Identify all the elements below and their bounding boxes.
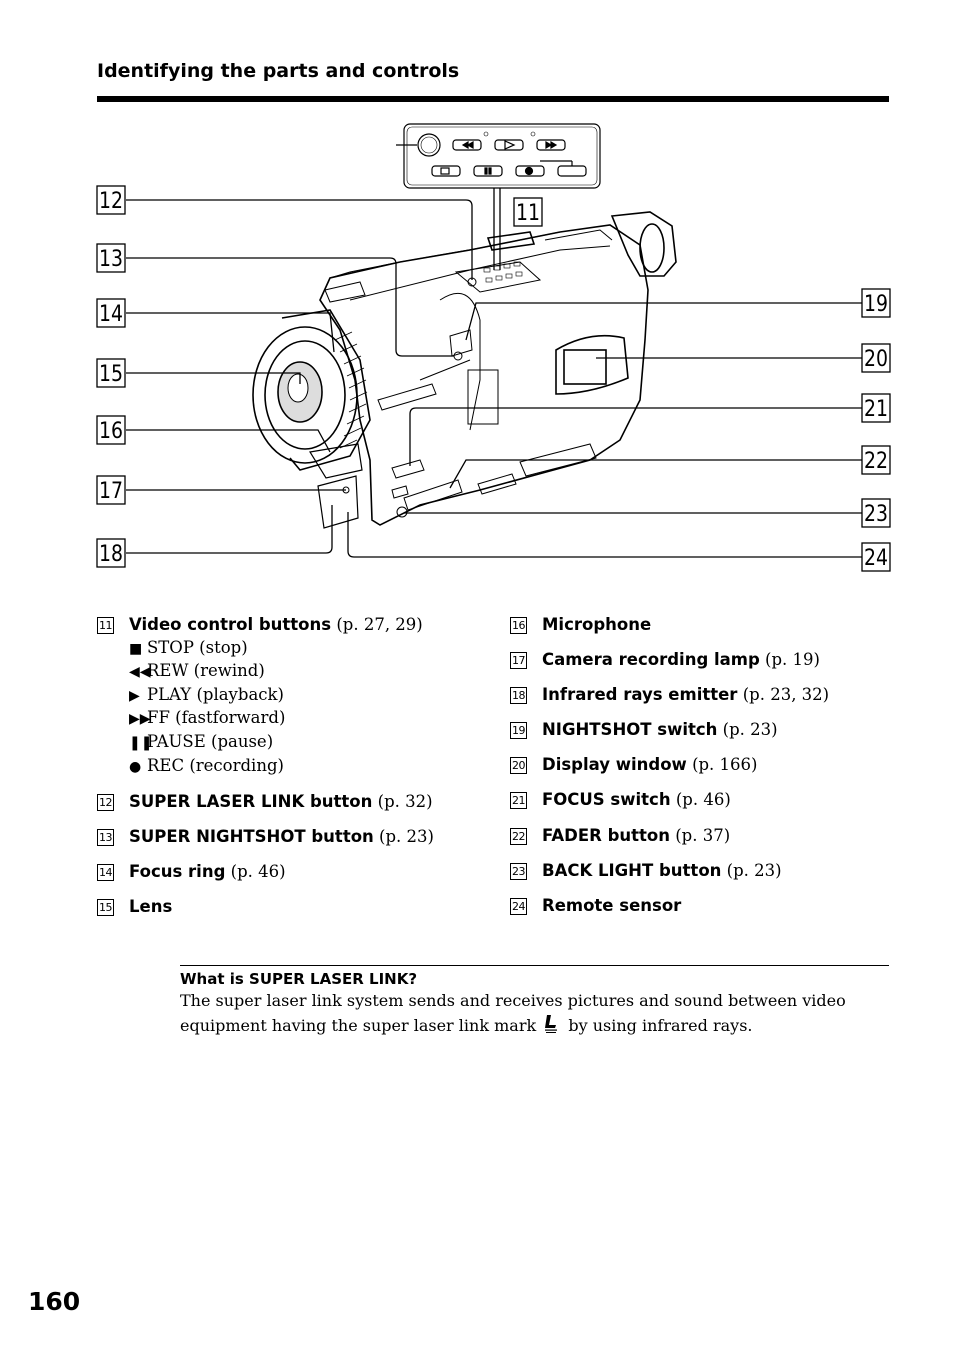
super-laser-link-mark-icon bbox=[545, 1014, 558, 1033]
callout-17: 17 bbox=[99, 479, 123, 504]
lens-assembly bbox=[252, 309, 371, 529]
item-number: 22 bbox=[510, 827, 527, 845]
note-divider bbox=[180, 965, 889, 966]
item-label: NIGHTSHOT switch bbox=[542, 720, 718, 740]
item-number: 20 bbox=[510, 757, 527, 775]
play-icon: ▶ bbox=[129, 687, 140, 704]
callout-12: 12 bbox=[99, 189, 123, 214]
item-page-ref: (p. 46) bbox=[230, 861, 286, 881]
list-item: 23 BACK LIGHT button (p. 23) bbox=[510, 860, 910, 883]
item-label: Lens bbox=[129, 896, 173, 916]
item-label: Camera recording lamp bbox=[542, 650, 760, 670]
sub-item: ■STOP (stop) bbox=[129, 637, 497, 661]
item-number: 13 bbox=[97, 828, 114, 846]
list-item: 22 FADER button (p. 37) bbox=[510, 825, 910, 848]
list-item: 15 Lens bbox=[97, 896, 497, 919]
list-item: 24 Remote sensor bbox=[510, 895, 910, 918]
list-item: 16 Microphone bbox=[510, 614, 910, 637]
item-page-ref: (p. 32) bbox=[377, 791, 433, 811]
callout-boxes bbox=[96, 185, 891, 572]
callout-20: 20 bbox=[864, 347, 888, 372]
sub-item: ◀◀REW (rewind) bbox=[129, 660, 497, 684]
sub-item: ●REC (recording) bbox=[129, 755, 497, 779]
item-label: FOCUS switch bbox=[542, 790, 671, 810]
sub-item: ▶PLAY (playback) bbox=[129, 684, 497, 708]
item-number: 14 bbox=[97, 863, 114, 881]
item-label: Video control buttons bbox=[129, 615, 332, 634]
item-page-ref: (p. 23) bbox=[726, 860, 782, 880]
list-item: 13 SUPER NIGHTSHOT button (p. 23) bbox=[97, 826, 497, 849]
item-number: 23 bbox=[510, 862, 527, 880]
callout-24: 24 bbox=[864, 546, 888, 571]
pause-icon: ❚❚ bbox=[129, 734, 153, 751]
camcorder-diagram: 12 13 14 15 16 17 18 11 19 20 21 22 23 2… bbox=[96, 123, 891, 572]
section-title: Identifying the parts and controls bbox=[97, 60, 460, 82]
callout-22: 22 bbox=[864, 449, 888, 474]
list-item: 12 SUPER LASER LINK button (p. 32) bbox=[97, 791, 497, 814]
record-icon: ● bbox=[129, 758, 142, 775]
callout-18: 18 bbox=[99, 542, 123, 567]
item-label: Display window bbox=[542, 755, 687, 775]
list-item: 21 FOCUS switch (p. 46) bbox=[510, 789, 910, 812]
item-label: Infrared rays emitter bbox=[542, 685, 738, 705]
camcorder-body bbox=[319, 211, 677, 526]
list-item: 11 Video control buttons (p. 27, 29) ■ST… bbox=[97, 614, 497, 778]
callout-13: 13 bbox=[99, 247, 123, 272]
item-label: Focus ring bbox=[129, 861, 226, 881]
stop-icon: ■ bbox=[129, 640, 143, 657]
fast-forward-icon: ▶▶ bbox=[129, 711, 151, 728]
callout-11: 11 bbox=[516, 201, 540, 226]
item-number: 17 bbox=[510, 652, 527, 670]
video-control-panel-inset bbox=[396, 123, 601, 189]
callout-14: 14 bbox=[99, 302, 123, 327]
item-page-ref: (p. 19) bbox=[765, 650, 820, 670]
sub-item: ▶▶FF (fastforward) bbox=[129, 707, 497, 731]
note-text: The super laser link system sends and re… bbox=[180, 991, 846, 1035]
item-number: 24 bbox=[510, 897, 527, 915]
item-page-ref: (p. 166) bbox=[692, 755, 758, 775]
sub-item: ❚❚PAUSE (pause) bbox=[129, 731, 497, 755]
item-page-ref: (p. 27, 29) bbox=[336, 615, 423, 634]
parts-list-right: 16 Microphone 17 Camera recording lamp (… bbox=[510, 614, 910, 930]
callout-numbers: 12 13 14 15 16 17 18 11 19 20 21 22 23 2… bbox=[99, 189, 888, 571]
item-number: 18 bbox=[510, 687, 527, 705]
item-number: 16 bbox=[510, 617, 527, 634]
callout-15: 15 bbox=[99, 362, 123, 387]
item-number: 12 bbox=[97, 793, 114, 811]
item-number: 15 bbox=[97, 898, 114, 916]
item-label: Microphone bbox=[542, 615, 652, 634]
title-rule bbox=[97, 96, 889, 102]
item-label: FADER button bbox=[542, 825, 670, 845]
item-label: Remote sensor bbox=[542, 895, 682, 915]
leader-lines bbox=[126, 188, 862, 558]
item-label: BACK LIGHT button bbox=[542, 860, 722, 880]
item-number: 21 bbox=[510, 792, 527, 810]
callout-19: 19 bbox=[864, 292, 888, 317]
note-body: The super laser link system sends and re… bbox=[180, 990, 880, 1037]
item-number: 19 bbox=[510, 722, 527, 740]
list-item: 19 NIGHTSHOT switch (p. 23) bbox=[510, 719, 910, 742]
item-label: SUPER NIGHTSHOT button bbox=[129, 826, 374, 846]
item-page-ref: (p. 37) bbox=[675, 825, 731, 845]
callout-23: 23 bbox=[864, 502, 888, 527]
callout-21: 21 bbox=[864, 397, 888, 422]
list-item: 17 Camera recording lamp (p. 19) bbox=[510, 649, 910, 672]
page-number: 160 bbox=[28, 1287, 81, 1316]
item-page-ref: (p. 23) bbox=[379, 826, 434, 846]
list-item: 14 Focus ring (p. 46) bbox=[97, 861, 497, 884]
item-page-ref: (p. 46) bbox=[675, 790, 731, 810]
rewind-icon: ◀◀ bbox=[129, 664, 151, 681]
item-page-ref: (p. 23, 32) bbox=[742, 685, 830, 705]
parts-list-left: 11 Video control buttons (p. 27, 29) ■ST… bbox=[97, 614, 497, 931]
item-page-ref: (p. 23) bbox=[722, 720, 778, 740]
note-text: by using infrared rays. bbox=[568, 1015, 753, 1035]
item-number: 11 bbox=[97, 617, 114, 634]
list-item: 18 Infrared rays emitter (p. 23, 32) bbox=[510, 684, 910, 707]
note-title: What is SUPER LASER LINK? bbox=[180, 970, 418, 988]
callout-16: 16 bbox=[99, 419, 123, 444]
list-item: 20 Display window (p. 166) bbox=[510, 754, 910, 777]
item-label: SUPER LASER LINK button bbox=[129, 791, 373, 811]
